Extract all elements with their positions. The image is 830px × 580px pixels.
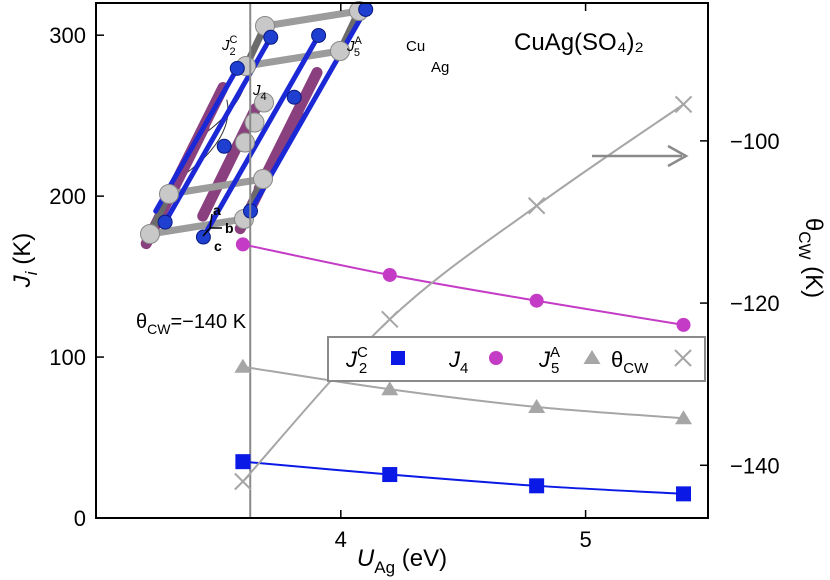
plot-frame bbox=[95, 2, 709, 519]
x-tick-label: 5 bbox=[579, 527, 591, 552]
exchange-path bbox=[183, 99, 229, 176]
axis-c-label: c bbox=[214, 238, 222, 254]
y-left-tick-label: 100 bbox=[49, 345, 86, 370]
series-line-J4 bbox=[242, 243, 684, 326]
legend-label-θCW: θCW bbox=[611, 347, 649, 377]
point-θCW-2 bbox=[527, 197, 546, 215]
plot-area bbox=[234, 3, 693, 518]
point-J4-0 bbox=[235, 237, 250, 252]
point-θCW-0 bbox=[234, 472, 252, 491]
y-right-tick-label: −140 bbox=[730, 453, 780, 478]
y-left-tick-label: 300 bbox=[49, 23, 86, 48]
legend-marker-J4 bbox=[489, 351, 503, 365]
cu-atom bbox=[216, 138, 232, 154]
ag-atom bbox=[159, 184, 179, 204]
y-left-axis-title: Ji (K) bbox=[9, 233, 41, 288]
ag-atom bbox=[235, 132, 255, 153]
point-θCW-3 bbox=[674, 95, 693, 114]
y-left-tick-label: 200 bbox=[49, 184, 86, 209]
axis-c-arrow bbox=[202, 227, 211, 237]
legend-marker-J2C bbox=[391, 351, 405, 365]
legend-label-J4: J4 bbox=[448, 347, 468, 377]
ag-label: Ag bbox=[431, 59, 449, 76]
cu-atom bbox=[358, 1, 374, 17]
ag-atom bbox=[330, 41, 350, 61]
y-right-axis-title: θCW (K) bbox=[795, 218, 827, 298]
ag-bond bbox=[261, 7, 363, 30]
series-line-J5A bbox=[242, 365, 684, 420]
vline-label: θCW=−140 K bbox=[136, 311, 247, 337]
y-right-tick-label: −100 bbox=[730, 129, 780, 154]
legend-marker-J5A bbox=[583, 350, 601, 364]
cu-label: Cu bbox=[406, 38, 425, 55]
point-J5A-3 bbox=[675, 410, 693, 425]
legend-marker-θCW bbox=[674, 349, 692, 367]
point-J2C-1 bbox=[382, 467, 398, 483]
chart-labels: θCW=−140 K UAg (eV) Ji (K) θCW (K) CuAg(SO₄)… bbox=[9, 29, 827, 577]
series-line-J2C bbox=[242, 460, 684, 495]
point-J4-1 bbox=[382, 267, 397, 282]
ag-atom bbox=[254, 92, 274, 113]
axes: 4 5 0 100 200 300 −140 −120 −100 bbox=[49, 2, 780, 552]
j4-inset-label: J4 bbox=[252, 82, 267, 103]
y-right-tick-label: −120 bbox=[730, 291, 780, 316]
ag-atom bbox=[253, 169, 273, 189]
point-J5A-0 bbox=[234, 358, 252, 373]
cu-atom bbox=[286, 89, 302, 105]
point-J4-3 bbox=[676, 317, 691, 332]
axis-a-label: a bbox=[213, 202, 221, 218]
point-J2C-2 bbox=[529, 478, 545, 494]
point-J4-2 bbox=[529, 293, 544, 308]
point-J2C-0 bbox=[235, 454, 251, 470]
ag-bond bbox=[146, 215, 248, 238]
ag-atom bbox=[244, 112, 265, 133]
axis-b-label: b bbox=[225, 220, 234, 236]
cu-atom bbox=[311, 27, 327, 43]
j2-bond bbox=[200, 32, 322, 240]
x-axis-title: UAg (eV) bbox=[357, 545, 447, 577]
x-tick-label: 4 bbox=[335, 527, 347, 552]
point-J2C-3 bbox=[676, 486, 692, 502]
point-J5A-2 bbox=[528, 398, 546, 413]
cu-atom bbox=[263, 29, 279, 45]
axis-a-arrow bbox=[209, 213, 213, 229]
point-θCW-1 bbox=[381, 310, 399, 329]
ag-bond bbox=[242, 47, 344, 70]
right-axis-arrowhead bbox=[667, 144, 689, 168]
cu-atom bbox=[157, 214, 173, 230]
ag-atom bbox=[140, 224, 160, 244]
series-line-θCW bbox=[242, 103, 685, 483]
legend-box bbox=[327, 336, 706, 382]
y-left-tick-label: 0 bbox=[74, 506, 86, 531]
chart-title: CuAg(SO₄)₂ bbox=[514, 29, 644, 56]
cu-atom bbox=[195, 229, 211, 245]
point-J5A-1 bbox=[381, 381, 399, 396]
cu-atom bbox=[229, 60, 245, 76]
